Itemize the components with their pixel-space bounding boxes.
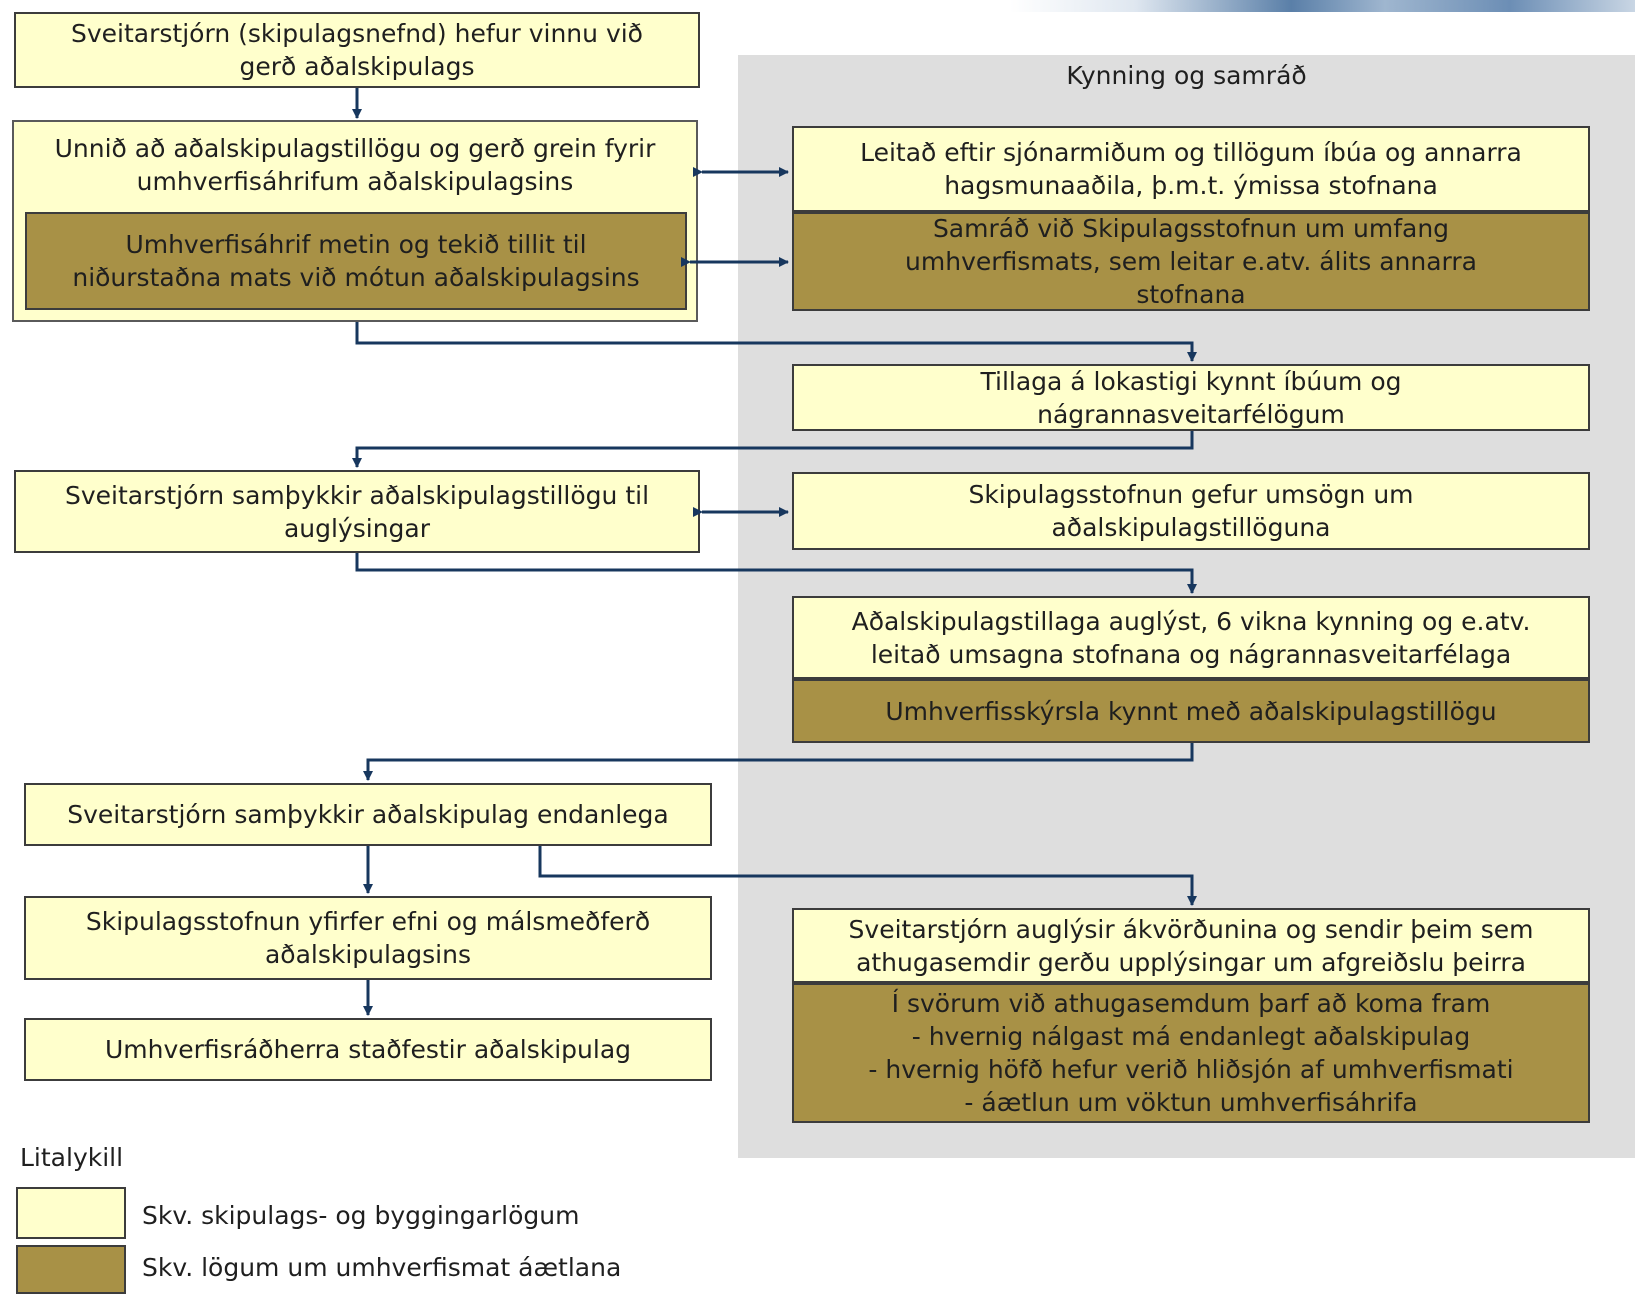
- step-final-approval: Sveitarstjórn samþykkir aðalskipulag end…: [24, 783, 712, 846]
- step-environmental-report: Umhverfisskýrsla kynnt með aðalskipulags…: [792, 679, 1590, 743]
- step-response-requirements: Í svörum við athugasemdum þarf að koma f…: [792, 983, 1590, 1123]
- arrow-b3-to-r4: [355, 553, 1197, 594]
- arrow-r2-to-b3: [352, 431, 1194, 468]
- step-seek-opinions: Leitað eftir sjónarmiðum og tillögum íbú…: [792, 126, 1590, 212]
- step-proposal-advertised: Aðalskipulagstillaga auglýst, 6 vikna ky…: [792, 596, 1590, 679]
- legend-label-environmental-law: Skv. lögum um umhverfismat áætlana: [142, 1253, 622, 1282]
- legend-swatch-planning-law: [16, 1187, 126, 1239]
- step-final-stage-presentation: Tillaga á lokastigi kynnt íbúum og nágra…: [792, 364, 1590, 431]
- arrow-b4-to-r5: [538, 846, 1197, 906]
- step-agency-opinion: Skipulagsstofnun gefur umsögn um aðalski…: [792, 472, 1590, 550]
- step-agency-review: Skipulagsstofnun yfirfer efni og málsmeð…: [24, 896, 712, 980]
- panel-title: Kynning og samráð: [1066, 61, 1307, 90]
- legend-title: Litalykill: [20, 1143, 124, 1172]
- step-environmental-assessment: Umhverfisáhrif metin og tekið tillit til…: [25, 212, 687, 310]
- arrow-r4-to-b4: [363, 743, 1194, 781]
- step-proposal: Unnið að aðalskipulagstillögu og gerð gr…: [14, 122, 696, 208]
- step-agency-consultation: Samráð við Skipulagsstofnun um umfang um…: [792, 212, 1590, 311]
- corner-photo-strip: [1010, 0, 1635, 12]
- arrow-b2-to-r2: [355, 322, 1197, 362]
- legend-label-planning-law: Skv. skipulags- og byggingarlögum: [142, 1201, 580, 1230]
- step-announce-decision: Sveitarstjórn auglýsir ákvörðunina og se…: [792, 908, 1590, 983]
- step-approve-for-advertising: Sveitarstjórn samþykkir aðalskipulagstil…: [14, 470, 700, 553]
- step-minister-confirmation: Umhverfisráðherra staðfestir aðalskipula…: [24, 1018, 712, 1081]
- legend-swatch-environmental-law: [16, 1245, 126, 1294]
- step-start-planning: Sveitarstjórn (skipulagsnefnd) hefur vin…: [14, 12, 700, 88]
